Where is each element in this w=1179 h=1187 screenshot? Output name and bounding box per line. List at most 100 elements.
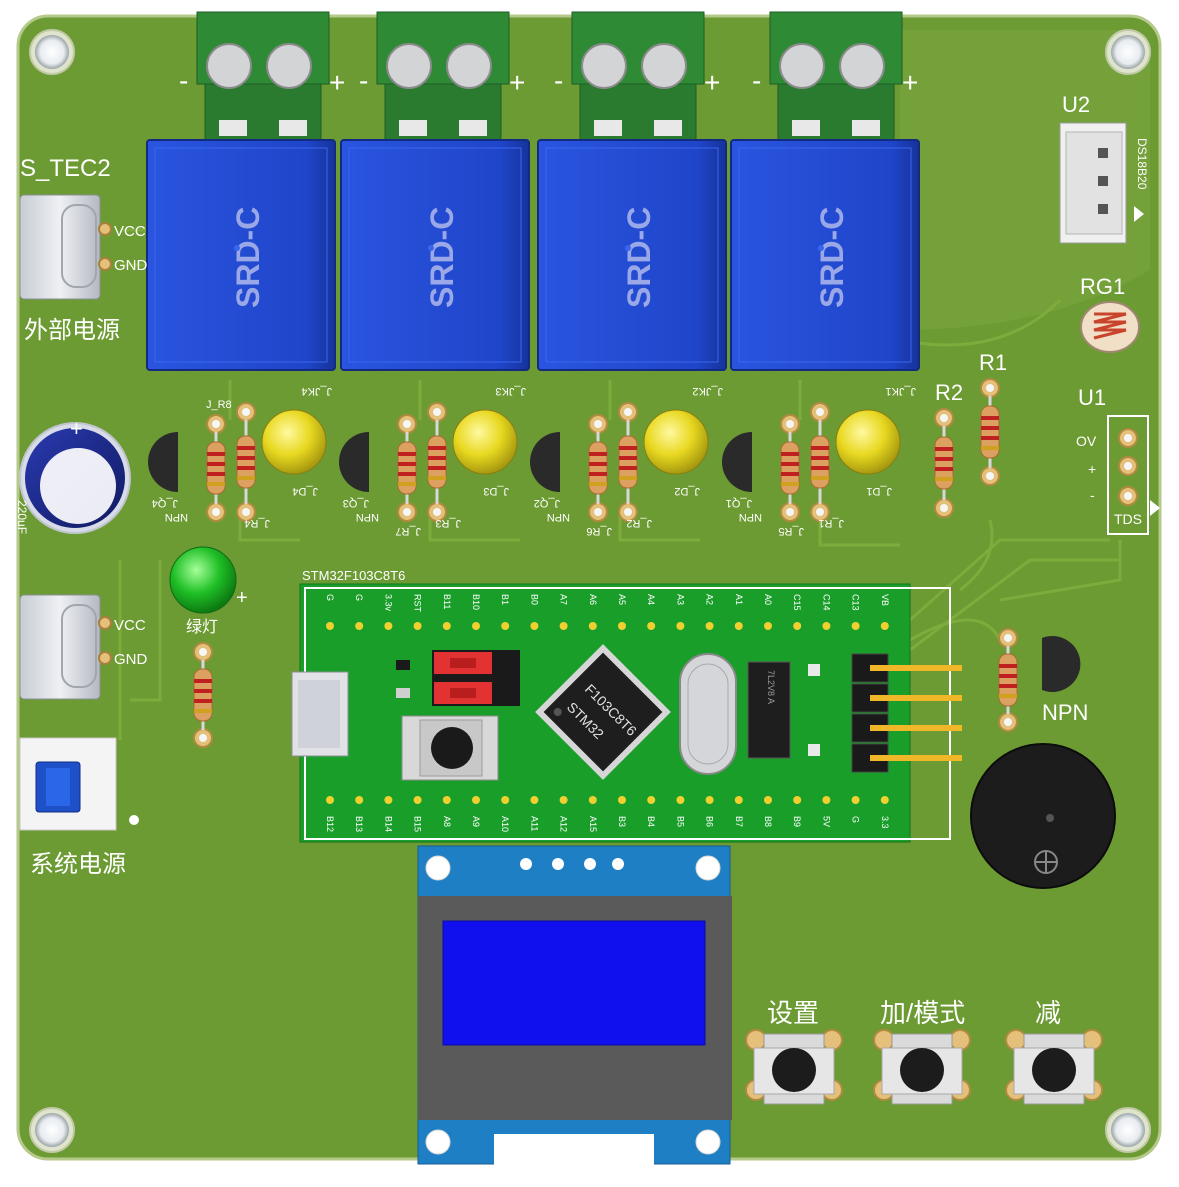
- mcu-top-pin-18: C13: [851, 594, 861, 611]
- swd-header: [851, 653, 962, 773]
- tec-port-caption: 外部电源: [24, 317, 120, 344]
- tec-vcc-label: VCC: [114, 223, 146, 240]
- resistor-b-0: [236, 402, 256, 522]
- mcu-bottom-pin-15: B8: [763, 816, 773, 827]
- regulator-chip: [747, 661, 791, 759]
- transistor-label-3: J_Q1: [726, 497, 752, 509]
- mcu-bottom-pin-4: A8: [442, 816, 452, 827]
- mcu-bottom-pin-13: B6: [705, 816, 715, 827]
- transistor-label-2: J_Q2: [534, 497, 560, 509]
- res-a-rot-label-2: J_R6: [586, 525, 612, 537]
- terminal-block-0[interactable]: [196, 11, 330, 141]
- relay-silk-2: J_JK2: [692, 385, 723, 397]
- relay-silk-3: J_JK1: [885, 385, 916, 397]
- system-usb-port: VCC GND 系统电源: [19, 594, 148, 878]
- led-label-0: J_D4: [292, 485, 318, 497]
- mcu-bottom-pin-11: B4: [646, 816, 656, 827]
- driver-channels: J_Q4NPNJ_R8J_R4J_D4J_Q3NPNJ_R7J_R3J_D3J_…: [148, 399, 901, 537]
- copper-traces: [118, 228, 1122, 740]
- button-label-2: 减: [1035, 998, 1061, 1028]
- green-resistor: [193, 642, 213, 748]
- mcu-top-pin-4: B11: [442, 594, 452, 609]
- relay-label-0: SRD-C: [230, 207, 266, 308]
- terminal-plus-3: +: [902, 67, 918, 98]
- terminal-polarity-marks: -+-+-+-+: [179, 65, 918, 98]
- terminal-minus-1: -: [359, 65, 368, 96]
- button-row: [745, 1029, 1103, 1105]
- green-led-label: 绿灯: [186, 618, 218, 636]
- resistor-b-1: [427, 402, 447, 522]
- button-label-1: 加/模式: [880, 998, 965, 1028]
- oled-display: [417, 845, 732, 1166]
- res-b-label-1: J_R3: [435, 517, 461, 529]
- led-label-3: J_D1: [866, 485, 892, 497]
- button-label-0: 设置: [767, 998, 819, 1028]
- npn-label-3: NPN: [739, 511, 762, 523]
- mcu-bottom-pin-10: B3: [617, 816, 627, 827]
- res-b-label-2: J_R2: [626, 517, 652, 529]
- mcu-bottom-pin-6: A10: [500, 816, 510, 832]
- mcu-bottom-pin-16: B9: [792, 816, 802, 827]
- buzzer-resistor: [998, 628, 1018, 732]
- capacitor-value: 220uF: [15, 500, 29, 534]
- buzzer-driver: NPN: [970, 628, 1116, 889]
- terminal-block-3[interactable]: [769, 11, 903, 141]
- sys-vcc-label: VCC: [114, 617, 146, 634]
- sensor-area: U2 DS18B20 RG1 R1 R2 U1 OV + - TDS: [934, 92, 1160, 535]
- photoresistor: [1080, 301, 1140, 353]
- mcu-bottom-pin-17: 5V: [821, 816, 831, 827]
- mcu-top-pin-7: B0: [529, 594, 539, 605]
- green-led-resistor: [193, 642, 213, 748]
- mcu-top-pin-10: A5: [617, 594, 627, 605]
- mcu-bottom-pin-9: A15: [588, 816, 598, 832]
- res-a-rot-label-1: J_R7: [395, 525, 421, 537]
- tact-button-0[interactable]: [745, 1029, 843, 1105]
- resistor-a-3: [780, 414, 800, 522]
- capacitor-polarity: +: [70, 416, 83, 441]
- resistor-buzzer: [998, 628, 1018, 732]
- terminal-blocks: [196, 11, 903, 141]
- tec-usb-port: S_TEC2 VCC GND 外部电源: [19, 155, 148, 344]
- terminal-plus-0: +: [329, 67, 345, 98]
- relay-3: SRD-CJ_JK1: [730, 139, 920, 397]
- terminal-minus-0: -: [179, 65, 188, 96]
- npn-label-2: NPN: [547, 511, 570, 523]
- mcu-top-pin-5: B10: [471, 594, 481, 610]
- tds-pins: [1118, 428, 1138, 506]
- res-b-label-3: J_R1: [818, 517, 844, 529]
- mcu-top-pin-1: G: [354, 594, 364, 601]
- relay-label-1: SRD-C: [424, 207, 460, 308]
- mcu-top-pin-17: C14: [821, 594, 831, 611]
- terminal-block-1[interactable]: [376, 11, 510, 141]
- mcu-top-pin-8: A7: [559, 594, 569, 605]
- electrolytic-capacitor: + 220uF: [15, 416, 131, 534]
- stm32-chip: [535, 644, 671, 780]
- relay-label-2: SRD-C: [621, 207, 657, 308]
- sensor-resistors: [934, 378, 1000, 518]
- relay-silk-1: J_JK3: [495, 385, 526, 397]
- terminal-minus-3: -: [752, 65, 761, 96]
- u2-part: DS18B20: [1135, 138, 1149, 190]
- terminal-block-2[interactable]: [571, 11, 705, 141]
- u1-pin-2: -: [1090, 487, 1095, 503]
- tds-header: [1107, 415, 1149, 535]
- npn-label-1: NPN: [356, 511, 379, 523]
- green-led-polarity: +: [236, 587, 248, 609]
- mcu-bottom-pin-19: 3.3: [880, 816, 890, 829]
- relay-1: SRD-C J_JK3: [340, 139, 530, 397]
- transistor-label-0: J_Q4: [152, 497, 178, 509]
- oled-screen: [442, 920, 706, 1046]
- relay-2: SRD-C J_JK2: [537, 139, 727, 397]
- u1-pin-1: +: [1088, 461, 1096, 477]
- usb-c-body-top: [19, 194, 101, 300]
- tact-button-2[interactable]: [1005, 1029, 1103, 1105]
- mcu-top-pin-0: G: [325, 594, 335, 601]
- mcu-top-pin-15: A0: [763, 594, 773, 605]
- tact-button-1[interactable]: [873, 1029, 971, 1105]
- mcu-bottom-pin-3: B15: [413, 816, 423, 832]
